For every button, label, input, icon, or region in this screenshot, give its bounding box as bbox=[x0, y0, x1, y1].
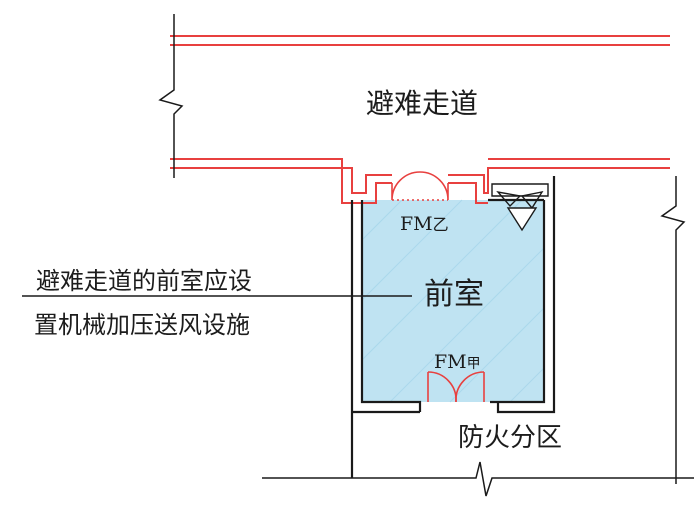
label-note-line1: 避难走道的前室应设 bbox=[36, 267, 252, 295]
label-door-top: FM乙 bbox=[400, 213, 449, 235]
label-anteroom: 前室 bbox=[424, 277, 484, 312]
anteroom-hatch bbox=[361, 199, 545, 403]
door-top-leaves bbox=[391, 171, 449, 201]
door-bottom-sub: 甲 bbox=[467, 356, 481, 372]
bottom-boundary-break bbox=[262, 461, 694, 497]
supply-air-arrow-icon bbox=[491, 183, 549, 232]
corridor-bottom-wall bbox=[170, 158, 670, 204]
door-top-sub: 乙 bbox=[433, 215, 449, 234]
door-top-main: FM bbox=[400, 213, 433, 235]
corridor-top-wall bbox=[170, 35, 670, 46]
label-fire-zone: 防火分区 bbox=[458, 423, 562, 453]
label-corridor: 避难走道 bbox=[366, 87, 478, 120]
corridor-left-break bbox=[158, 14, 184, 178]
label-note-line2: 置机械加压送风设施 bbox=[34, 311, 250, 339]
right-boundary-break bbox=[660, 176, 686, 484]
door-bottom-main: FM bbox=[434, 351, 467, 373]
door-bottom-leaves bbox=[427, 371, 485, 403]
anteroom-area bbox=[362, 200, 544, 402]
label-door-bottom: FM甲 bbox=[434, 351, 481, 373]
